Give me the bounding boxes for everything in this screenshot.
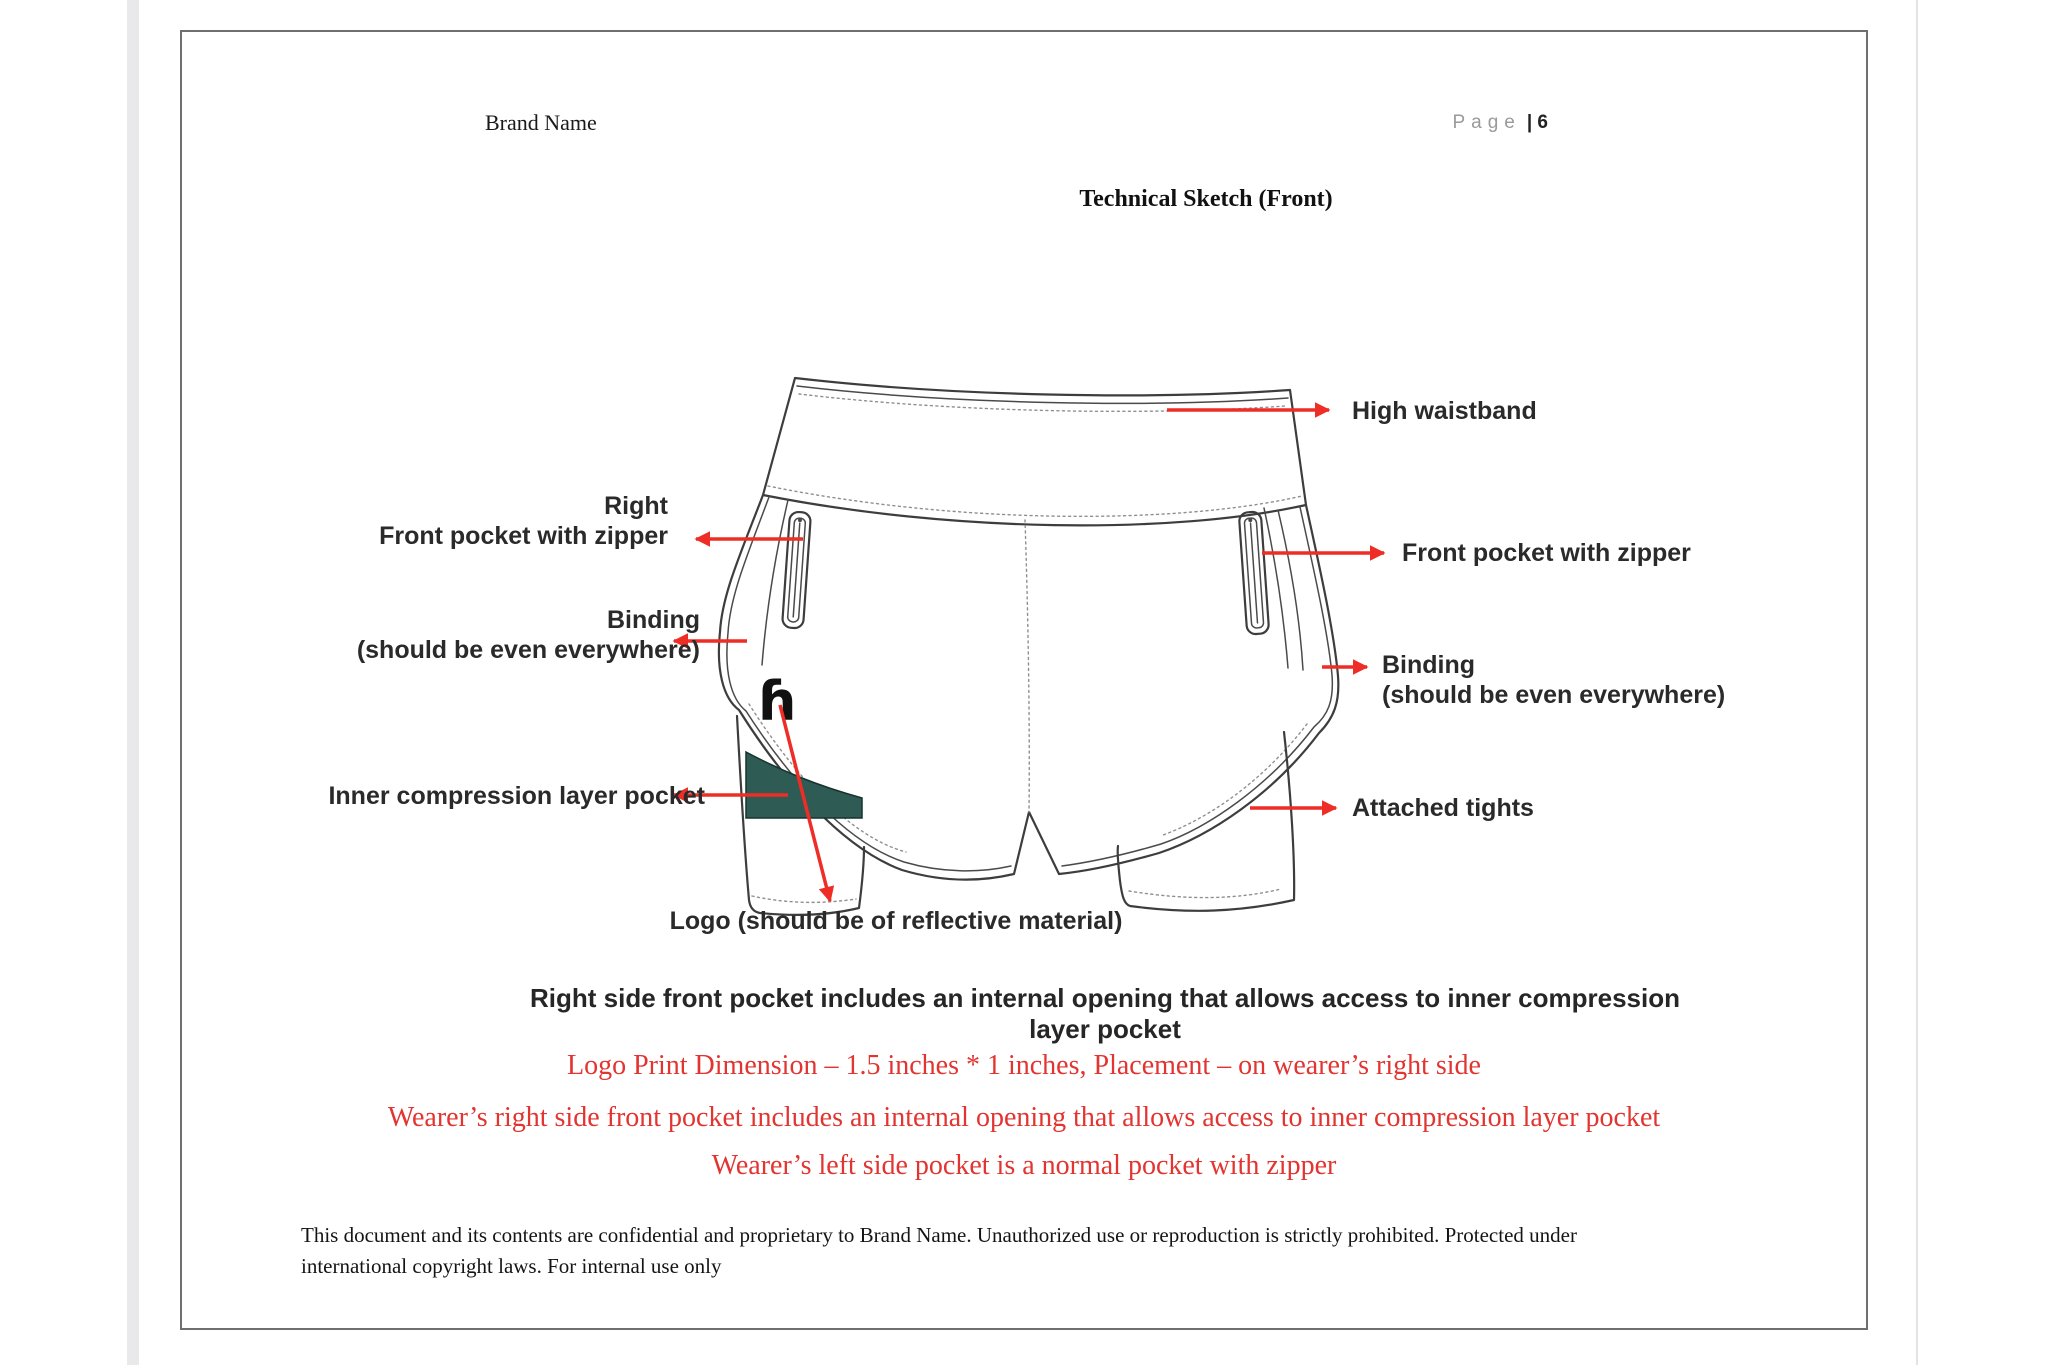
label-binding-left: Binding (should be even everywhere) xyxy=(300,605,700,665)
red-note-logo-dimension: Logo Print Dimension – 1.5 inches * 1 in… xyxy=(567,1050,1481,1081)
red-note-left-pocket: Wearer’s left side pocket is a normal po… xyxy=(711,1150,1337,1181)
label-binding-left-line2: (should be even everywhere) xyxy=(356,636,700,664)
inner-compression-patch xyxy=(745,750,863,819)
arrow-logo xyxy=(778,704,835,903)
waistband-drawing xyxy=(761,376,1308,527)
label-binding-left-line1: Binding xyxy=(606,606,700,634)
footer-line2: international copyright laws. For intern… xyxy=(301,1254,722,1278)
footer-line1: This document and its contents are confi… xyxy=(301,1223,1577,1247)
label-inner-compression: Inner compression layer pocket xyxy=(328,782,705,810)
right-zipper-pocket xyxy=(1238,510,1270,636)
page-title: Technical Sketch (Front) xyxy=(1079,186,1333,212)
label-high-waistband: High waistband xyxy=(1352,397,1537,425)
document-page: Brand Name Page| 6 Technical Sketch (Fro… xyxy=(180,30,1868,1330)
confidentiality-footer: This document and its contents are confi… xyxy=(301,1220,1701,1282)
brand-name-header: Brand Name xyxy=(485,110,597,135)
callout-arrows xyxy=(672,402,1386,903)
viewer-left-margin-strip xyxy=(127,0,139,1365)
technical-sketch-svg: ɦ xyxy=(672,376,1386,916)
label-right-front-pocket-line1: Right xyxy=(604,492,668,520)
label-right-front-pocket: Right Front pocket with zipper xyxy=(318,491,668,551)
label-right-front-pocket-line2: Front pocket with zipper xyxy=(379,522,668,550)
label-attached-tights: Attached tights xyxy=(1352,794,1534,822)
label-logo-note: Logo (should be of reflective material) xyxy=(669,907,1123,935)
pocket-access-caption: Right side front pocket includes an inte… xyxy=(530,983,1680,1044)
label-front-pocket-right: Front pocket with zipper xyxy=(1402,539,1691,567)
page-number-value: | 6 xyxy=(1526,112,1548,133)
viewer-right-edge-line xyxy=(1916,0,1918,1365)
page-number: Page| 6 xyxy=(1452,112,1548,134)
left-zipper-pocket xyxy=(781,510,812,630)
label-binding-right-line1: Binding xyxy=(1382,651,1476,679)
attached-tights-drawing xyxy=(735,714,1296,916)
label-binding-right: Binding (should be even everywhere) xyxy=(1382,650,1725,710)
page-number-label: Page xyxy=(1452,112,1521,133)
label-binding-right-line2: (should be even everywhere) xyxy=(1382,681,1726,709)
brand-logo-glyph: ɦ xyxy=(758,670,796,733)
red-note-right-pocket: Wearer’s right side front pocket include… xyxy=(387,1102,1661,1133)
shorts-body-drawing xyxy=(717,493,1340,881)
